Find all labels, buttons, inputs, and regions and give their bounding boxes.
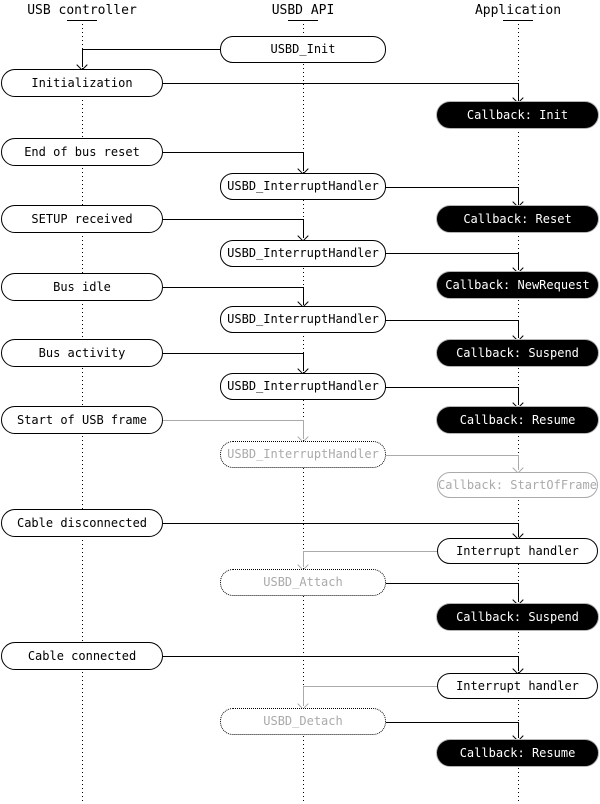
connector-v — [518, 523, 519, 536]
connector-h — [385, 253, 518, 254]
connector-v — [303, 219, 304, 238]
connector-h-inactive — [385, 455, 518, 456]
callback-init: Callback: Init — [437, 102, 598, 128]
connector-h — [163, 656, 518, 657]
api-call-usbd-attach-inactive: USBD_Attach — [220, 569, 386, 596]
connector-h — [163, 83, 518, 84]
connector-h-inactive — [303, 686, 437, 687]
event-end-of-bus-reset: End of bus reset — [1, 138, 163, 166]
callback-suspend-1: Callback: Suspend — [437, 340, 598, 366]
api-call-interrupt-handler-1: USBD_InterruptHandler — [220, 173, 386, 200]
connector-v-inactive — [303, 686, 304, 706]
connector-v — [303, 152, 304, 171]
event-initialization: Initialization — [1, 69, 163, 97]
connector-v-inactive — [303, 551, 304, 567]
connector-h — [385, 320, 518, 321]
event-cable-connected: Cable connected — [1, 642, 163, 670]
connector-h-inactive — [163, 420, 303, 421]
connector-v-inactive — [518, 455, 519, 470]
connector-v — [518, 387, 519, 405]
event-setup-received: SETUP received — [1, 205, 163, 233]
header-rule — [67, 20, 97, 21]
event-cable-disconnected: Cable disconnected — [1, 509, 163, 537]
connector-v — [518, 656, 519, 671]
connector-v — [518, 320, 519, 338]
lifeline-usbd-api — [303, 24, 304, 804]
connector-v — [518, 722, 519, 738]
column-header-usbd-api: USBD API — [271, 3, 335, 18]
connector-h — [385, 187, 518, 188]
callback-resume-1: Callback: Resume — [437, 407, 598, 433]
connector-h — [163, 523, 518, 524]
api-call-interrupt-handler-3: USBD_InterruptHandler — [220, 306, 386, 333]
event-bus-idle: Bus idle — [1, 273, 163, 301]
event-bus-activity: Bus activity — [1, 339, 163, 367]
connector-h-inactive — [303, 551, 437, 552]
callback-newrequest: Callback: NewRequest — [437, 272, 598, 298]
app-interrupt-handler-1: Interrupt handler — [437, 538, 598, 564]
connector-v — [518, 187, 519, 204]
connector-v — [82, 49, 83, 67]
api-call-interrupt-handler-2: USBD_InterruptHandler — [220, 240, 386, 267]
connector-h — [163, 152, 303, 153]
connector-h — [385, 583, 518, 584]
connector-h — [82, 49, 220, 50]
connector-h — [163, 219, 303, 220]
app-interrupt-handler-2: Interrupt handler — [437, 673, 598, 699]
connector-v — [303, 287, 304, 304]
connector-h — [385, 387, 518, 388]
callback-startofframe-inactive: Callback: StartOfFrame — [437, 472, 598, 498]
connector-h — [163, 287, 303, 288]
callback-suspend-2: Callback: Suspend — [437, 604, 598, 630]
callback-reset: Callback: Reset — [437, 206, 598, 232]
connector-v — [518, 253, 519, 270]
api-call-usbd-init: USBD_Init — [220, 36, 386, 63]
header-rule — [503, 20, 533, 21]
connector-v — [303, 353, 304, 371]
api-call-interrupt-handler-5-inactive: USBD_InterruptHandler — [220, 441, 386, 468]
header-rule — [288, 20, 318, 21]
column-header-usb-controller: USB controller — [27, 3, 137, 18]
connector-h — [163, 353, 303, 354]
callback-resume-2: Callback: Resume — [437, 740, 598, 766]
connector-v — [518, 583, 519, 602]
api-call-usbd-detach-inactive: USBD_Detach — [220, 708, 386, 735]
event-start-of-usb-frame: Start of USB frame — [1, 406, 163, 434]
connector-h — [385, 722, 518, 723]
connector-v — [518, 83, 519, 100]
api-call-interrupt-handler-4: USBD_InterruptHandler — [220, 373, 386, 400]
connector-v-inactive — [303, 420, 304, 439]
column-header-application: Application — [474, 3, 562, 18]
